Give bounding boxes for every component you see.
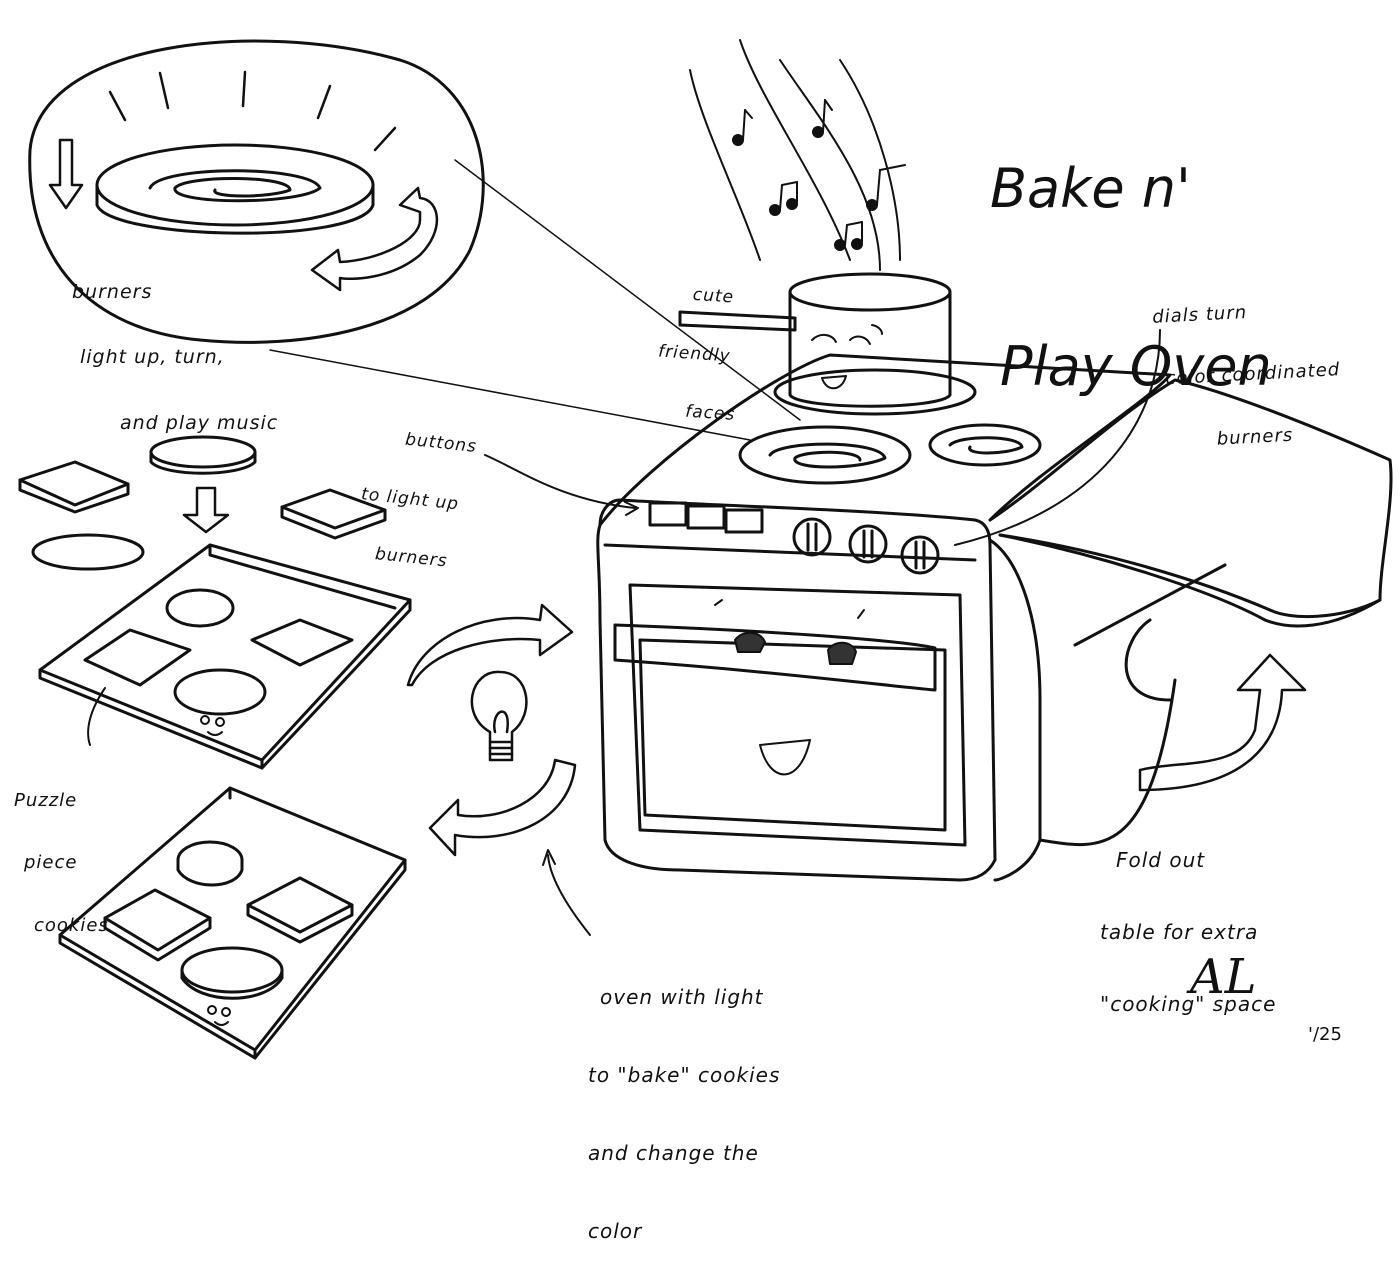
annotation-line: piece (24, 852, 78, 874)
burner-detail-bubble (28, 39, 485, 344)
annotation-line: Puzzle (14, 790, 78, 812)
burner-button-1[interactable] (648, 501, 688, 527)
annotation-line: oven with light (600, 985, 764, 1009)
annotation-table: Fold out table for extra "cooking" space (1100, 800, 1276, 1040)
burner-button-3[interactable] (724, 508, 764, 534)
annotation-line: to "bake" cookies (588, 1063, 781, 1087)
stove-top (598, 353, 1172, 527)
annotation-line: color (588, 1219, 643, 1243)
baked-tray (58, 786, 407, 1060)
annotation-oven: oven with light to "bake" cookies and ch… (588, 932, 780, 1270)
baked-cookie (103, 888, 212, 962)
annotation-line: friendly (657, 341, 732, 367)
music-note-icon (866, 164, 906, 211)
oven-face (714, 599, 865, 776)
fold-out-table (988, 378, 1393, 702)
fold-arrow-icon (1138, 653, 1307, 792)
burner-front-right (928, 423, 1042, 467)
rotate-arrow-icon (310, 186, 439, 292)
signature-date: '/25 (1308, 1024, 1342, 1045)
annotation-line: burners (72, 280, 153, 303)
oven-door (613, 583, 967, 847)
annotation-line: table for extra (1100, 920, 1259, 944)
tray-face (200, 715, 225, 736)
annotation-line: and change the (588, 1141, 759, 1165)
page-title: Bake n' Play Oven (990, 40, 1272, 456)
callout-line (454, 159, 801, 421)
burner-detail-disc (95, 143, 375, 235)
annotation-line: burners (1216, 424, 1294, 450)
callout-line (484, 454, 636, 509)
annotation-cookies: Puzzle piece cookies (14, 750, 109, 957)
burner-front-left (738, 425, 912, 485)
music-note-icon (812, 99, 833, 138)
cycle-arrow-icon (406, 603, 577, 857)
title-line-2: Play Oven (1000, 334, 1272, 398)
pot-face (811, 324, 883, 390)
buttons-panel (648, 501, 764, 534)
annotation-dials: dials turn color coordinated burners (1150, 257, 1345, 473)
down-arrow-icon (48, 138, 84, 210)
callout-line (269, 349, 751, 441)
annotation-line: and play music (120, 411, 279, 434)
burner-button-2[interactable] (686, 504, 726, 530)
annotation-line: dials turn (1151, 302, 1248, 329)
oven-body (596, 498, 1177, 882)
callout-line (87, 687, 106, 746)
baked-cookie (176, 840, 244, 887)
dials (792, 517, 940, 575)
annotation-line: burners (374, 544, 449, 572)
baked-cookie (180, 946, 284, 1000)
annotation-line: faces (684, 401, 736, 426)
annotation-line: Fold out (1116, 848, 1206, 872)
pot (678, 272, 952, 408)
dial-3[interactable] (900, 535, 940, 575)
annotation-buttons: buttons to light up burners (352, 388, 482, 594)
sketch-canvas (18, 39, 1393, 1060)
annotation-line: light up, turn, (80, 346, 225, 369)
annotation-line: color coordinated (1165, 359, 1341, 390)
callout-arrowhead (542, 849, 556, 866)
light-bulb-icon (470, 670, 528, 762)
callout-line (547, 854, 591, 936)
callout-arrowhead (624, 501, 639, 516)
annotation-line: to light up (360, 483, 460, 515)
title-line-1: Bake n' (990, 156, 1191, 220)
burner-back (773, 368, 977, 416)
puzzle-pieces (18, 435, 387, 571)
annotation-line: "cooking" space (1100, 992, 1277, 1016)
annotation-line: buttons (404, 429, 478, 458)
burner-light-rays (108, 70, 397, 152)
callout-line (954, 329, 1161, 546)
music-note-icon (769, 181, 798, 216)
music-note-icon (834, 221, 863, 251)
dial-1[interactable] (792, 517, 832, 557)
music-note-icon (732, 109, 753, 146)
puzzle-tray (38, 543, 412, 770)
tray-face (207, 1005, 231, 1026)
annotation-line: cute (692, 284, 735, 308)
music-notes (689, 39, 906, 271)
baked-cookie (246, 876, 354, 944)
annotation-faces: cute friendly faces (643, 244, 746, 445)
dial-2[interactable] (848, 524, 888, 564)
annotation-burners-detail: burners light up, turn, and play music (72, 238, 278, 456)
signature-initials: AL (1190, 949, 1257, 1005)
down-arrow-icon (182, 486, 230, 534)
annotation-line: cookies (34, 914, 109, 936)
